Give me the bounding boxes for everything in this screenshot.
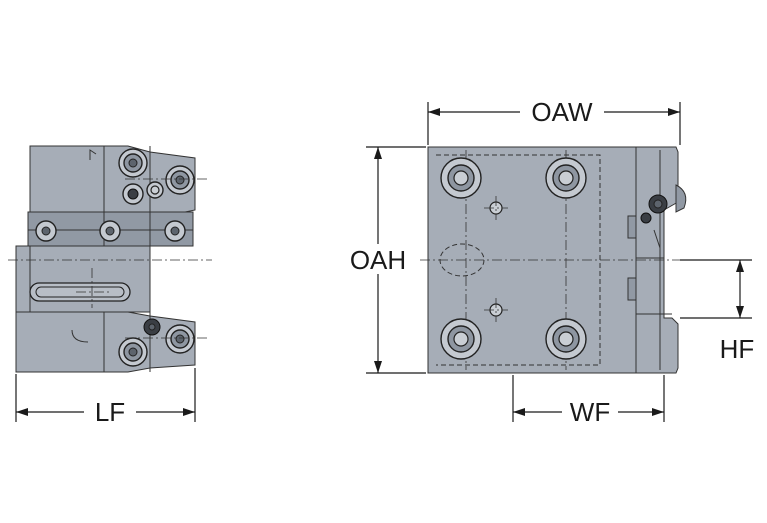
oah-label: OAH: [350, 245, 406, 275]
side-view-hole: [165, 324, 195, 354]
side-view-hole: [165, 165, 195, 195]
coolant-arrow-icon: [71, 329, 89, 343]
front-view: [420, 146, 745, 374]
side-view-hole: [35, 220, 57, 242]
wf-label: WF: [570, 397, 610, 427]
side-view-hole: [164, 220, 186, 242]
front-view-hole: [440, 157, 482, 199]
wf-dimension: WF: [512, 375, 665, 427]
side-view-hole: [143, 318, 161, 336]
coolant-arrow-icon: [89, 149, 97, 160]
side-view-hole: [118, 148, 148, 178]
hf-dimension: HF: [680, 259, 755, 364]
side-view-hole: [118, 337, 148, 367]
front-view-hole: [545, 157, 587, 199]
side-view: [8, 145, 212, 373]
side-view-hole: [146, 181, 164, 199]
oah-dimension: OAH: [340, 146, 426, 374]
side-view-mid-body: [15, 245, 151, 313]
hf-label: HF: [720, 334, 755, 364]
front-view-hole: [440, 318, 482, 360]
lf-dimension: LF: [15, 368, 196, 427]
oaw-label: OAW: [531, 97, 593, 127]
oaw-dimension: OAW: [427, 97, 681, 145]
front-view-pin-hole: [484, 298, 508, 322]
front-view-pin-hole: [484, 196, 508, 220]
front-view-hole: [545, 318, 587, 360]
side-view-hole: [122, 183, 144, 205]
side-view-hole: [99, 220, 121, 242]
front-view-clamp: [640, 184, 687, 249]
lf-label: LF: [95, 397, 125, 427]
